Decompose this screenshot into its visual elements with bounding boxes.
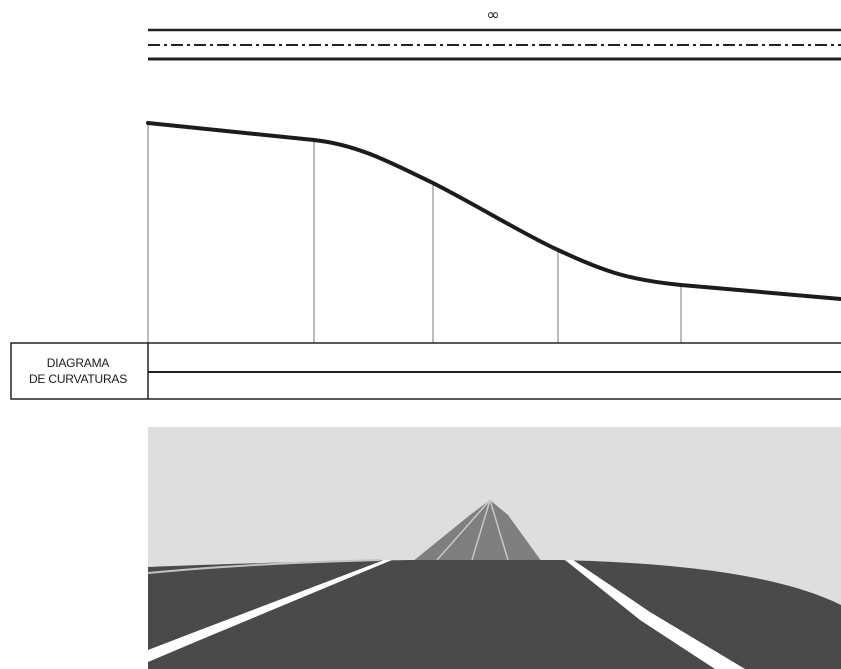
distant-hill — [412, 500, 542, 562]
row-label-line1: DIAGRAMA — [46, 356, 110, 370]
profile-graph — [146, 121, 841, 343]
table-frame — [10, 342, 841, 400]
right-lane-marking — [565, 560, 745, 669]
curvature-curve — [146, 121, 841, 301]
hill-road-markings — [436, 499, 509, 561]
row-label-line2: DE CURVATURAS — [28, 372, 128, 386]
curvature-table — [10, 342, 841, 400]
infinity-symbol: ∞ — [486, 5, 500, 24]
plan-band — [148, 28, 841, 61]
road-perspective — [147, 427, 841, 669]
left-edge-line — [147, 559, 381, 574]
